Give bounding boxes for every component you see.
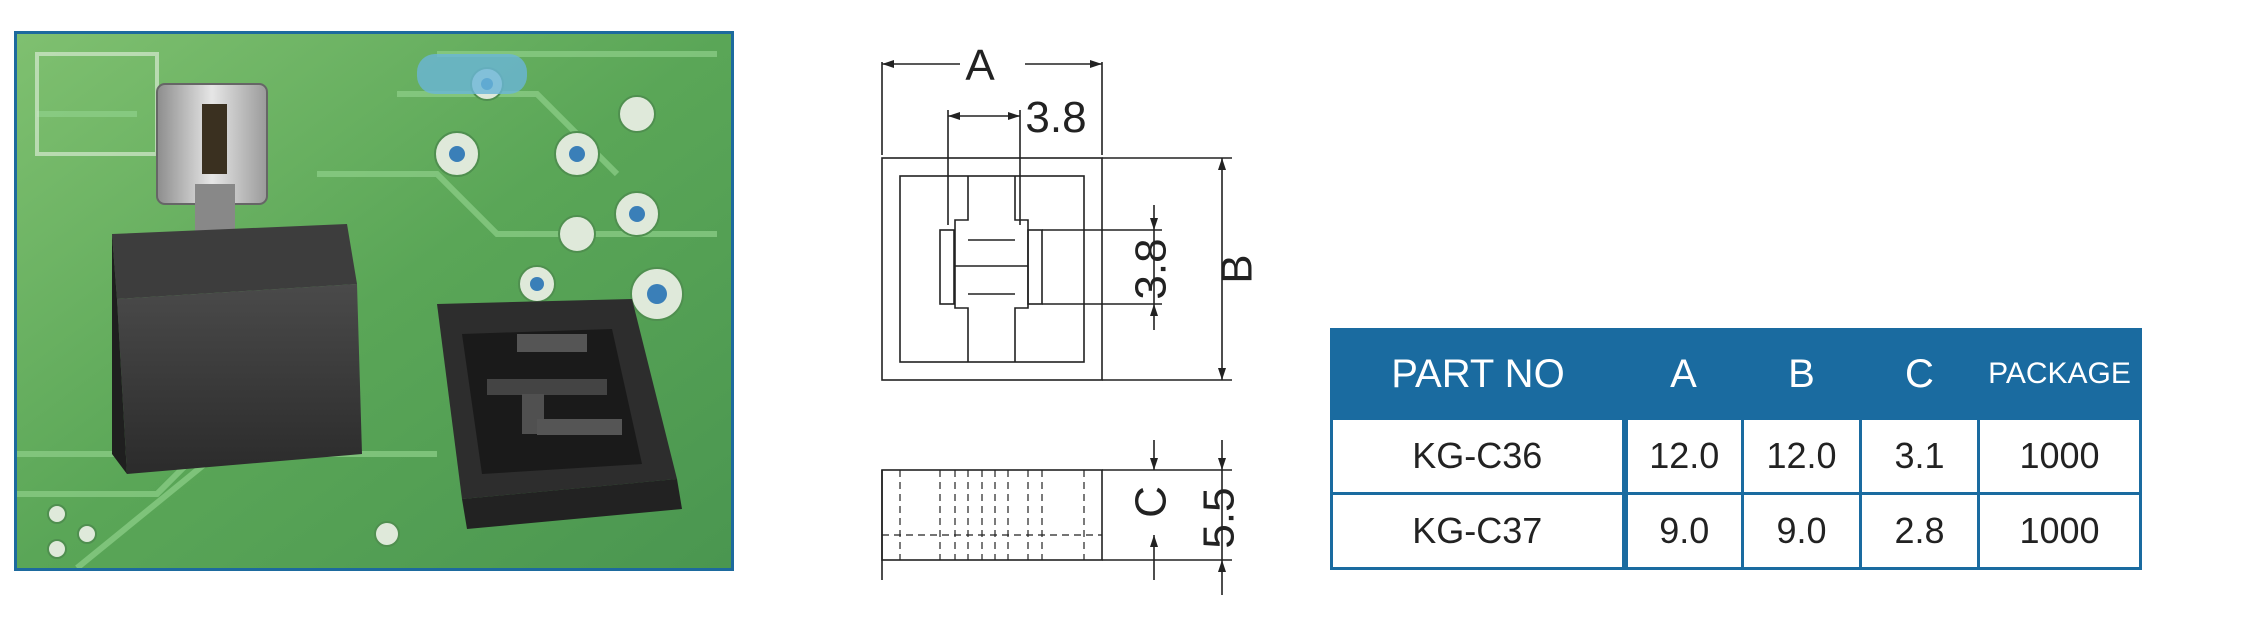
product-photo bbox=[14, 31, 734, 571]
cell-b: 9.0 bbox=[1741, 492, 1862, 570]
side-view-outline bbox=[881, 469, 1103, 561]
header-c: C bbox=[1859, 328, 1980, 420]
table-row: KG-C36 12.0 12.0 3.1 1000 bbox=[1330, 417, 2142, 495]
cap-open bbox=[437, 299, 682, 529]
cell-part-no: KG-C37 bbox=[1330, 492, 1626, 570]
cell-c: 2.8 bbox=[1859, 492, 1980, 570]
table-row: KG-C37 9.0 9.0 2.8 1000 bbox=[1330, 492, 2142, 570]
dim-total-height-label: 5.5 bbox=[1195, 487, 1244, 548]
dim-a-label: A bbox=[965, 41, 995, 90]
dimension-drawing: A 3.8 B 3.8 C 5.5 bbox=[881, 41, 1262, 595]
cell-a: 12.0 bbox=[1621, 417, 1744, 495]
header-part-no: PART NO bbox=[1330, 328, 1626, 420]
cell-b: 12.0 bbox=[1741, 417, 1862, 495]
dim-height-center-label: 3.8 bbox=[1127, 238, 1176, 299]
pcb-photo-illustration bbox=[17, 34, 731, 568]
dim-b-label: B bbox=[1213, 254, 1262, 283]
header-package: PACKAGE bbox=[1977, 328, 2142, 420]
pcb-vias bbox=[449, 78, 667, 304]
cell-part-no: KG-C36 bbox=[1330, 417, 1626, 495]
table-header-row: PART NO A B C PACKAGE bbox=[1330, 328, 2142, 420]
cell-package: 1000 bbox=[1977, 492, 2142, 570]
top-view-outline bbox=[881, 157, 1103, 381]
header-a: A bbox=[1623, 328, 1744, 420]
header-b: B bbox=[1741, 328, 1862, 420]
cap-closed bbox=[112, 224, 362, 474]
dim-width-center-label: 3.8 bbox=[1025, 93, 1086, 142]
cell-c: 3.1 bbox=[1859, 417, 1980, 495]
cell-a: 9.0 bbox=[1621, 492, 1744, 570]
spec-table: PART NO A B C PACKAGE KG-C36 12.0 12.0 3… bbox=[1330, 328, 2142, 570]
dim-c-label: C bbox=[1127, 486, 1176, 518]
cell-package: 1000 bbox=[1977, 417, 2142, 495]
